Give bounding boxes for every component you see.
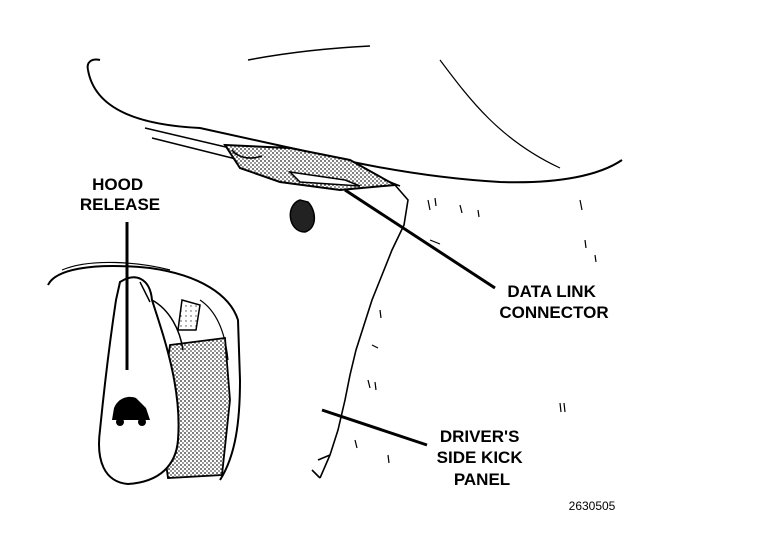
hood-release-label: HOOD RELEASE (80, 175, 160, 214)
hood-release-label-line: HOOD (92, 175, 143, 194)
kick-panel-label-line: DRIVER'S (440, 427, 520, 446)
kick-panel-label: DRIVER'S SIDE KICK PANEL (437, 427, 528, 489)
leader-lines (125, 188, 496, 447)
kick-panel-drawing (311, 184, 409, 479)
hood-release-handle-drawing (98, 276, 184, 486)
kick-panel-label-line: PANEL (454, 470, 510, 489)
panel-clip-drawing (289, 199, 316, 233)
data-link-connector-label-line: DATA LINK (507, 282, 596, 301)
data-link-connector-drawing (223, 143, 399, 192)
figure-id: 2630505 (569, 499, 616, 513)
kick-panel-leader (321, 408, 428, 447)
data-link-connector-leader (344, 188, 496, 290)
car-icon (112, 396, 150, 426)
kick-panel-label-line: SIDE KICK (437, 448, 524, 467)
data-link-connector-label: DATA LINK CONNECTOR (499, 282, 608, 322)
data-link-connector-label-line: CONNECTOR (499, 303, 608, 322)
hood-release-label-line: RELEASE (80, 195, 160, 214)
texture-marks (354, 197, 597, 464)
